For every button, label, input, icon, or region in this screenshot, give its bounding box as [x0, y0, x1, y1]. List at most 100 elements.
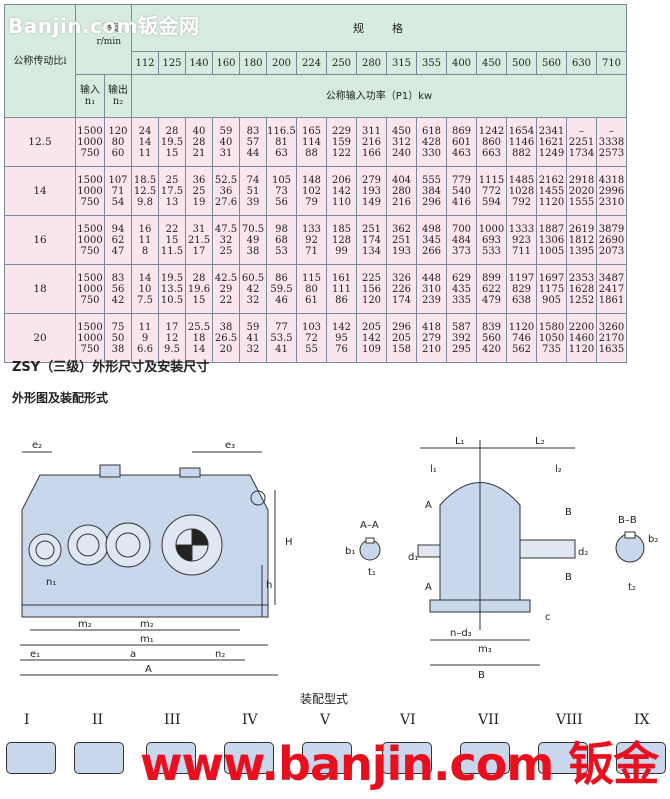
- dim-l2: l₂: [555, 464, 562, 475]
- size-cell: 224: [296, 51, 327, 75]
- dim-b1: b₁: [345, 546, 355, 557]
- table-cell: 1242 860 663: [476, 117, 507, 167]
- size-cell: 630: [566, 51, 597, 75]
- table-cell: 52.5 36 27.6: [212, 166, 240, 216]
- table-cell: 448 310 239: [416, 264, 447, 314]
- section-A-upper: A: [425, 500, 432, 511]
- table-cell: 20: [4, 313, 76, 363]
- table-cell: 18.5 12.5 9.8: [131, 166, 159, 216]
- table-cell: 3260 2170 1635: [596, 313, 627, 363]
- section-subheading: 外形图及装配形式: [12, 391, 109, 405]
- table-cell: 839 560 420: [476, 313, 507, 363]
- table-cell: 1333 923 711: [506, 215, 537, 265]
- table-cell: 1500 1000 750: [75, 264, 105, 314]
- mount-type-label: IV: [242, 712, 258, 728]
- table-cell: 98 68 53: [266, 215, 297, 265]
- dim-m3: m₃: [478, 644, 492, 655]
- table-cell: 2619 1812 1395: [566, 215, 597, 265]
- size-cell: 400: [446, 51, 477, 75]
- table-cell: 869 601 463: [446, 117, 477, 167]
- table-cell: 1485 1028 792: [506, 166, 537, 216]
- table-cell: 133 92 71: [296, 215, 327, 265]
- table-cell: 3879 2690 2073: [596, 215, 627, 265]
- dim-e2: e₂: [32, 440, 42, 451]
- table-cell: 1654 1146 882: [506, 117, 537, 167]
- dim-c: c: [545, 612, 551, 623]
- table-cell: 116.5 81 63: [266, 117, 297, 167]
- dim-b2: b₂: [648, 534, 658, 545]
- speed-header: 转速 r/min: [75, 4, 132, 75]
- table-cell: 4318 2996 2310: [596, 166, 627, 216]
- table-cell: 1120 746 562: [506, 313, 537, 363]
- size-cell: 500: [506, 51, 537, 75]
- dim-n-d3: n–d₃: [450, 628, 472, 639]
- dim-a: a: [130, 649, 136, 660]
- size-cell: 112: [131, 51, 159, 75]
- gearbox-drawing: e₂ e₃ H h n₁ m₂ m₂ m₁ e₁ a n₂ A A–A b₁ t…: [20, 436, 658, 681]
- table-cell: 59 40 31: [212, 117, 240, 167]
- dim-m2-right: m₂: [140, 619, 154, 630]
- table-cell: 142 95 76: [326, 313, 357, 363]
- table-cell: 22 15 11.5: [158, 215, 186, 265]
- section-B-lower: B: [565, 572, 572, 583]
- table-cell: 77 53.5 41: [266, 313, 297, 363]
- size-cell: 160: [212, 51, 240, 75]
- mount-types-title: 装配型式: [300, 692, 349, 706]
- table-cell: 1197 829 638: [506, 264, 537, 314]
- dim-n1: n₁: [46, 577, 56, 588]
- table-cell: 25 17.5 13: [158, 166, 186, 216]
- dim-B: B: [478, 670, 485, 681]
- table-cell: 629 435 335: [446, 264, 477, 314]
- dim-m1: m₁: [140, 634, 154, 645]
- mount-type-icon: [146, 742, 196, 774]
- table-cell: 2918 2020 1555: [566, 166, 597, 216]
- size-cell: 560: [536, 51, 567, 75]
- table-cell: – 2251 1734: [566, 117, 597, 167]
- table-cell: 279 193 149: [356, 166, 387, 216]
- mount-type-icon: [538, 742, 588, 774]
- table-cell: 185 128 99: [326, 215, 357, 265]
- mount-type-icon: [6, 742, 56, 774]
- table-cell: 24 14 11: [131, 117, 159, 167]
- spec-header: 规 格: [131, 4, 627, 52]
- table-cell: 16: [4, 215, 76, 265]
- table-cell: 362 251 193: [386, 215, 417, 265]
- section-A-lower: A: [425, 582, 432, 593]
- mount-type-label: VIII: [556, 712, 583, 728]
- table-cell: 36 25 19: [185, 166, 213, 216]
- table-cell: 2200 1460 1120: [566, 313, 597, 363]
- mount-type-icon: [382, 742, 432, 774]
- dim-t1: t₁: [368, 567, 376, 578]
- watermark-top: Banjin.com钣金网: [8, 14, 200, 38]
- table-cell: 587 392 295: [446, 313, 477, 363]
- table-cell: 2341 1621 1249: [536, 117, 567, 167]
- mount-type-label: VI: [400, 712, 416, 728]
- table-cell: 205 142 109: [356, 313, 387, 363]
- table-cell: 1887 1306 1005: [536, 215, 567, 265]
- table-cell: 11 9 6.6: [131, 313, 159, 363]
- table-cell: 107 71 54: [104, 166, 132, 216]
- table-cell: 206 142 110: [326, 166, 357, 216]
- ratio-header: 公称传动比i: [4, 4, 76, 118]
- table-cell: 1000 693 533: [476, 215, 507, 265]
- table-cell: 94 62 47: [104, 215, 132, 265]
- dim-t2: t₂: [628, 582, 636, 593]
- section-B-upper: B: [565, 507, 572, 518]
- dim-L1: L₁: [455, 436, 465, 447]
- table-cell: 1500 1000 750: [75, 117, 105, 167]
- table-cell: 115 80 61: [296, 264, 327, 314]
- table-cell: 1115 772 594: [476, 166, 507, 216]
- size-cell: 355: [416, 51, 447, 75]
- power-header: 公称输入功率（P1）kw: [131, 74, 627, 118]
- size-cell: 710: [596, 51, 627, 75]
- dim-n2: n₂: [215, 649, 225, 660]
- mount-type-icon: [74, 742, 124, 774]
- table-cell: 148 102 79: [296, 166, 327, 216]
- size-cell: 125: [158, 51, 186, 75]
- table-cell: 555 384 296: [416, 166, 447, 216]
- table-cell: 28 19.6 15: [185, 264, 213, 314]
